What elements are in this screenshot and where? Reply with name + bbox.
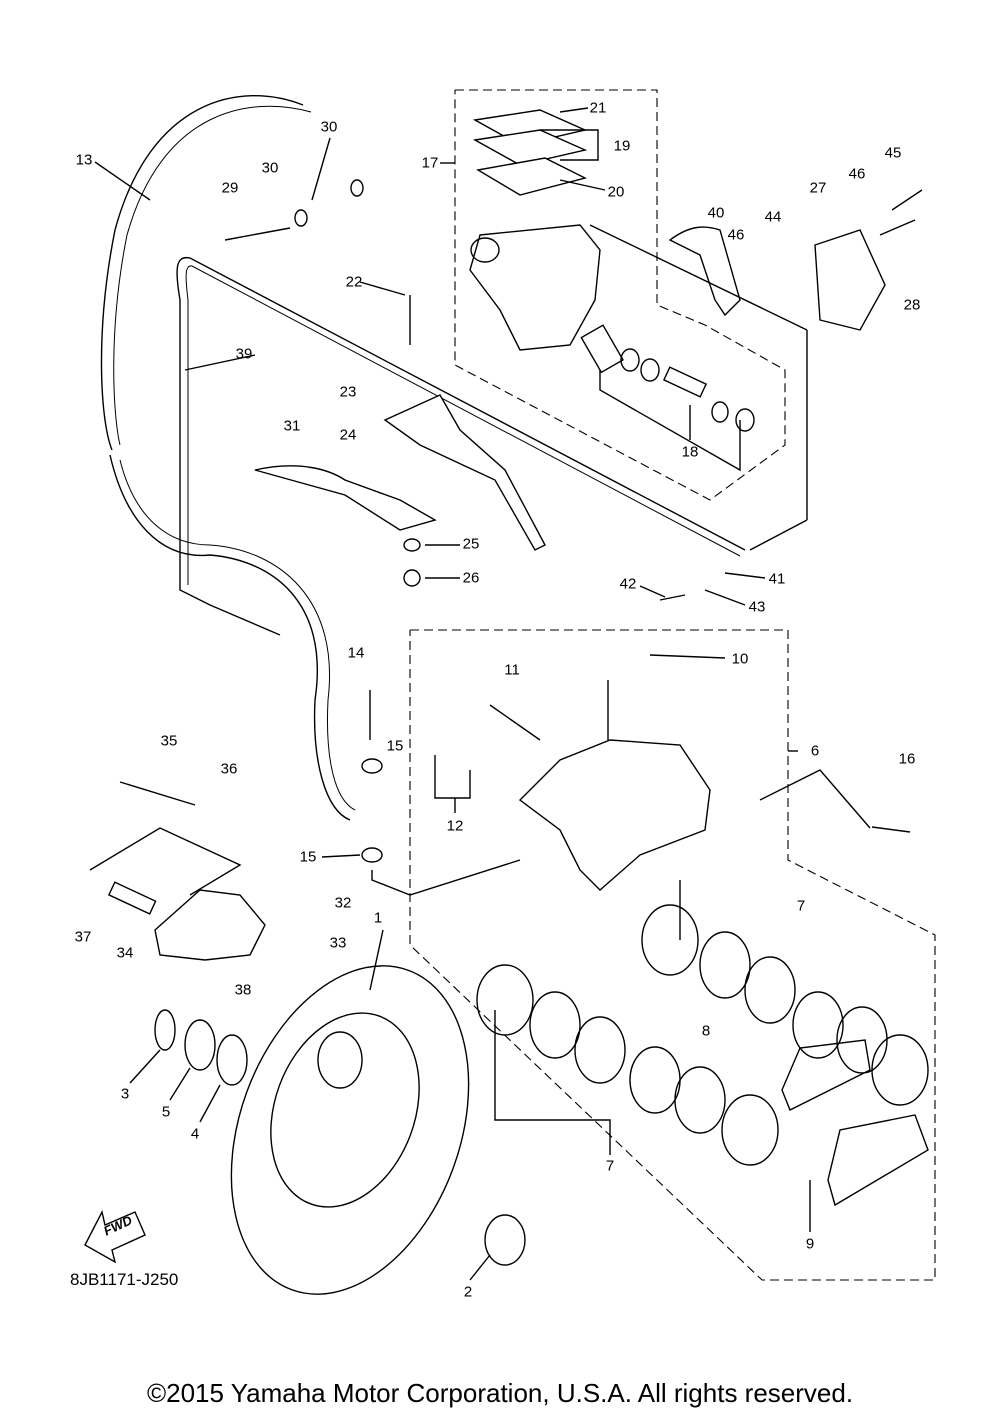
callout-15: 15 bbox=[386, 737, 404, 755]
disc-hub bbox=[317, 1031, 363, 1089]
callout-35: 35 bbox=[160, 732, 178, 750]
washer-5 bbox=[184, 1019, 216, 1071]
callout-4: 4 bbox=[190, 1125, 200, 1143]
brake-pad bbox=[781, 1039, 871, 1111]
callout-45: 45 bbox=[884, 144, 902, 162]
callout-34: 34 bbox=[116, 944, 134, 962]
brake-lever-40 bbox=[668, 226, 741, 317]
callout-7: 7 bbox=[605, 1157, 615, 1175]
callout-24: 24 bbox=[339, 426, 357, 444]
brake-disc bbox=[230, 965, 470, 1295]
callout-23: 23 bbox=[339, 383, 357, 401]
brake-hose-13-outer bbox=[113, 105, 356, 811]
callout-19: 19 bbox=[613, 137, 631, 155]
callout-18: 18 bbox=[681, 443, 699, 461]
callout-2: 2 bbox=[463, 1283, 473, 1301]
bracket-27 bbox=[814, 229, 886, 331]
callout-25: 25 bbox=[462, 535, 480, 553]
callout-6: 6 bbox=[810, 742, 820, 760]
fwd-arrow-icon bbox=[84, 1209, 146, 1264]
lever-holder-24 bbox=[254, 465, 437, 531]
callout-5: 5 bbox=[161, 1103, 171, 1121]
callout-13: 13 bbox=[75, 151, 93, 169]
washer-30 bbox=[350, 179, 364, 197]
callout-11: 11 bbox=[504, 661, 520, 679]
parking-caliper bbox=[154, 889, 266, 961]
brake-lever-23 bbox=[383, 394, 546, 551]
pin-34 bbox=[107, 881, 157, 915]
reservoir-plate bbox=[472, 129, 588, 166]
callout-12: 12 bbox=[446, 817, 464, 835]
callout-17: 17 bbox=[421, 154, 439, 172]
seal-4 bbox=[216, 1034, 248, 1086]
callout-38: 38 bbox=[234, 981, 252, 999]
bolt-35 bbox=[119, 781, 196, 806]
bolt-16 bbox=[871, 826, 911, 833]
master-cylinder bbox=[469, 224, 601, 351]
copyright-notice: ©2015 Yamaha Motor Corporation, U.S.A. A… bbox=[146, 1378, 854, 1408]
circlip-3 bbox=[154, 1009, 176, 1051]
callout-44: 44 bbox=[764, 208, 782, 226]
callout-39: 39 bbox=[235, 345, 253, 363]
callout-1: 1 bbox=[373, 909, 383, 927]
callout-21: 21 bbox=[589, 99, 607, 117]
brake-caliper bbox=[518, 739, 711, 891]
callout-40: 40 bbox=[707, 204, 725, 222]
callout-28: 28 bbox=[903, 296, 921, 314]
callout-32: 32 bbox=[334, 894, 352, 912]
brake-cable-39-inner bbox=[185, 265, 741, 585]
nut-25 bbox=[403, 538, 421, 552]
brake-pad bbox=[827, 1114, 929, 1207]
brake-disc-inner bbox=[270, 1012, 420, 1208]
callout-30: 30 bbox=[261, 159, 279, 177]
callout-46: 46 bbox=[727, 226, 745, 244]
brake-hose-13 bbox=[100, 95, 351, 821]
callout-27: 27 bbox=[809, 179, 827, 197]
callout-43: 43 bbox=[748, 598, 766, 616]
washer-15 bbox=[361, 847, 383, 863]
collar-2 bbox=[484, 1214, 526, 1266]
piston-kit-18 bbox=[580, 324, 755, 432]
brake-cable-39 bbox=[176, 257, 746, 636]
diagram-code: 8JB1171-J250 bbox=[70, 1270, 179, 1289]
callout-22: 22 bbox=[345, 273, 363, 291]
caliper-assembly-box bbox=[409, 629, 936, 1281]
reservoir-diaphragm bbox=[476, 157, 587, 196]
master-cylinder-port bbox=[470, 237, 500, 263]
callout-20: 20 bbox=[607, 183, 625, 201]
nut-26 bbox=[403, 569, 421, 587]
bolt-45 bbox=[891, 189, 923, 211]
pin-11 bbox=[489, 704, 541, 741]
callout-16: 16 bbox=[898, 750, 916, 768]
callout-30: 30 bbox=[320, 118, 338, 136]
callout-33: 33 bbox=[329, 934, 347, 952]
callout-29: 29 bbox=[221, 179, 239, 197]
callout-8: 8 bbox=[701, 1022, 711, 1040]
callout-9: 9 bbox=[805, 1235, 815, 1253]
callout-37: 37 bbox=[74, 928, 92, 946]
callout-41: 41 bbox=[768, 570, 786, 588]
exploded-parts-diagram bbox=[84, 89, 936, 1295]
leader-lines bbox=[89, 107, 871, 1281]
bolt-28 bbox=[879, 219, 916, 236]
callout-26: 26 bbox=[462, 569, 480, 587]
washer-15 bbox=[361, 758, 383, 774]
callout-46: 46 bbox=[848, 165, 866, 183]
caliper-pistons bbox=[476, 904, 929, 1166]
callout-10: 10 bbox=[731, 650, 749, 668]
master-cylinder-assembly-box bbox=[454, 89, 786, 501]
bolt-42 bbox=[659, 594, 686, 601]
callout-15: 15 bbox=[299, 848, 317, 866]
callout-7: 7 bbox=[796, 897, 806, 915]
washer-30 bbox=[294, 209, 308, 227]
bolt-29 bbox=[224, 227, 291, 241]
callout-3: 3 bbox=[120, 1085, 130, 1103]
callout-42: 42 bbox=[619, 575, 637, 593]
callout-36: 36 bbox=[220, 760, 238, 778]
callout-14: 14 bbox=[347, 644, 365, 662]
callout-31: 31 bbox=[283, 417, 301, 435]
